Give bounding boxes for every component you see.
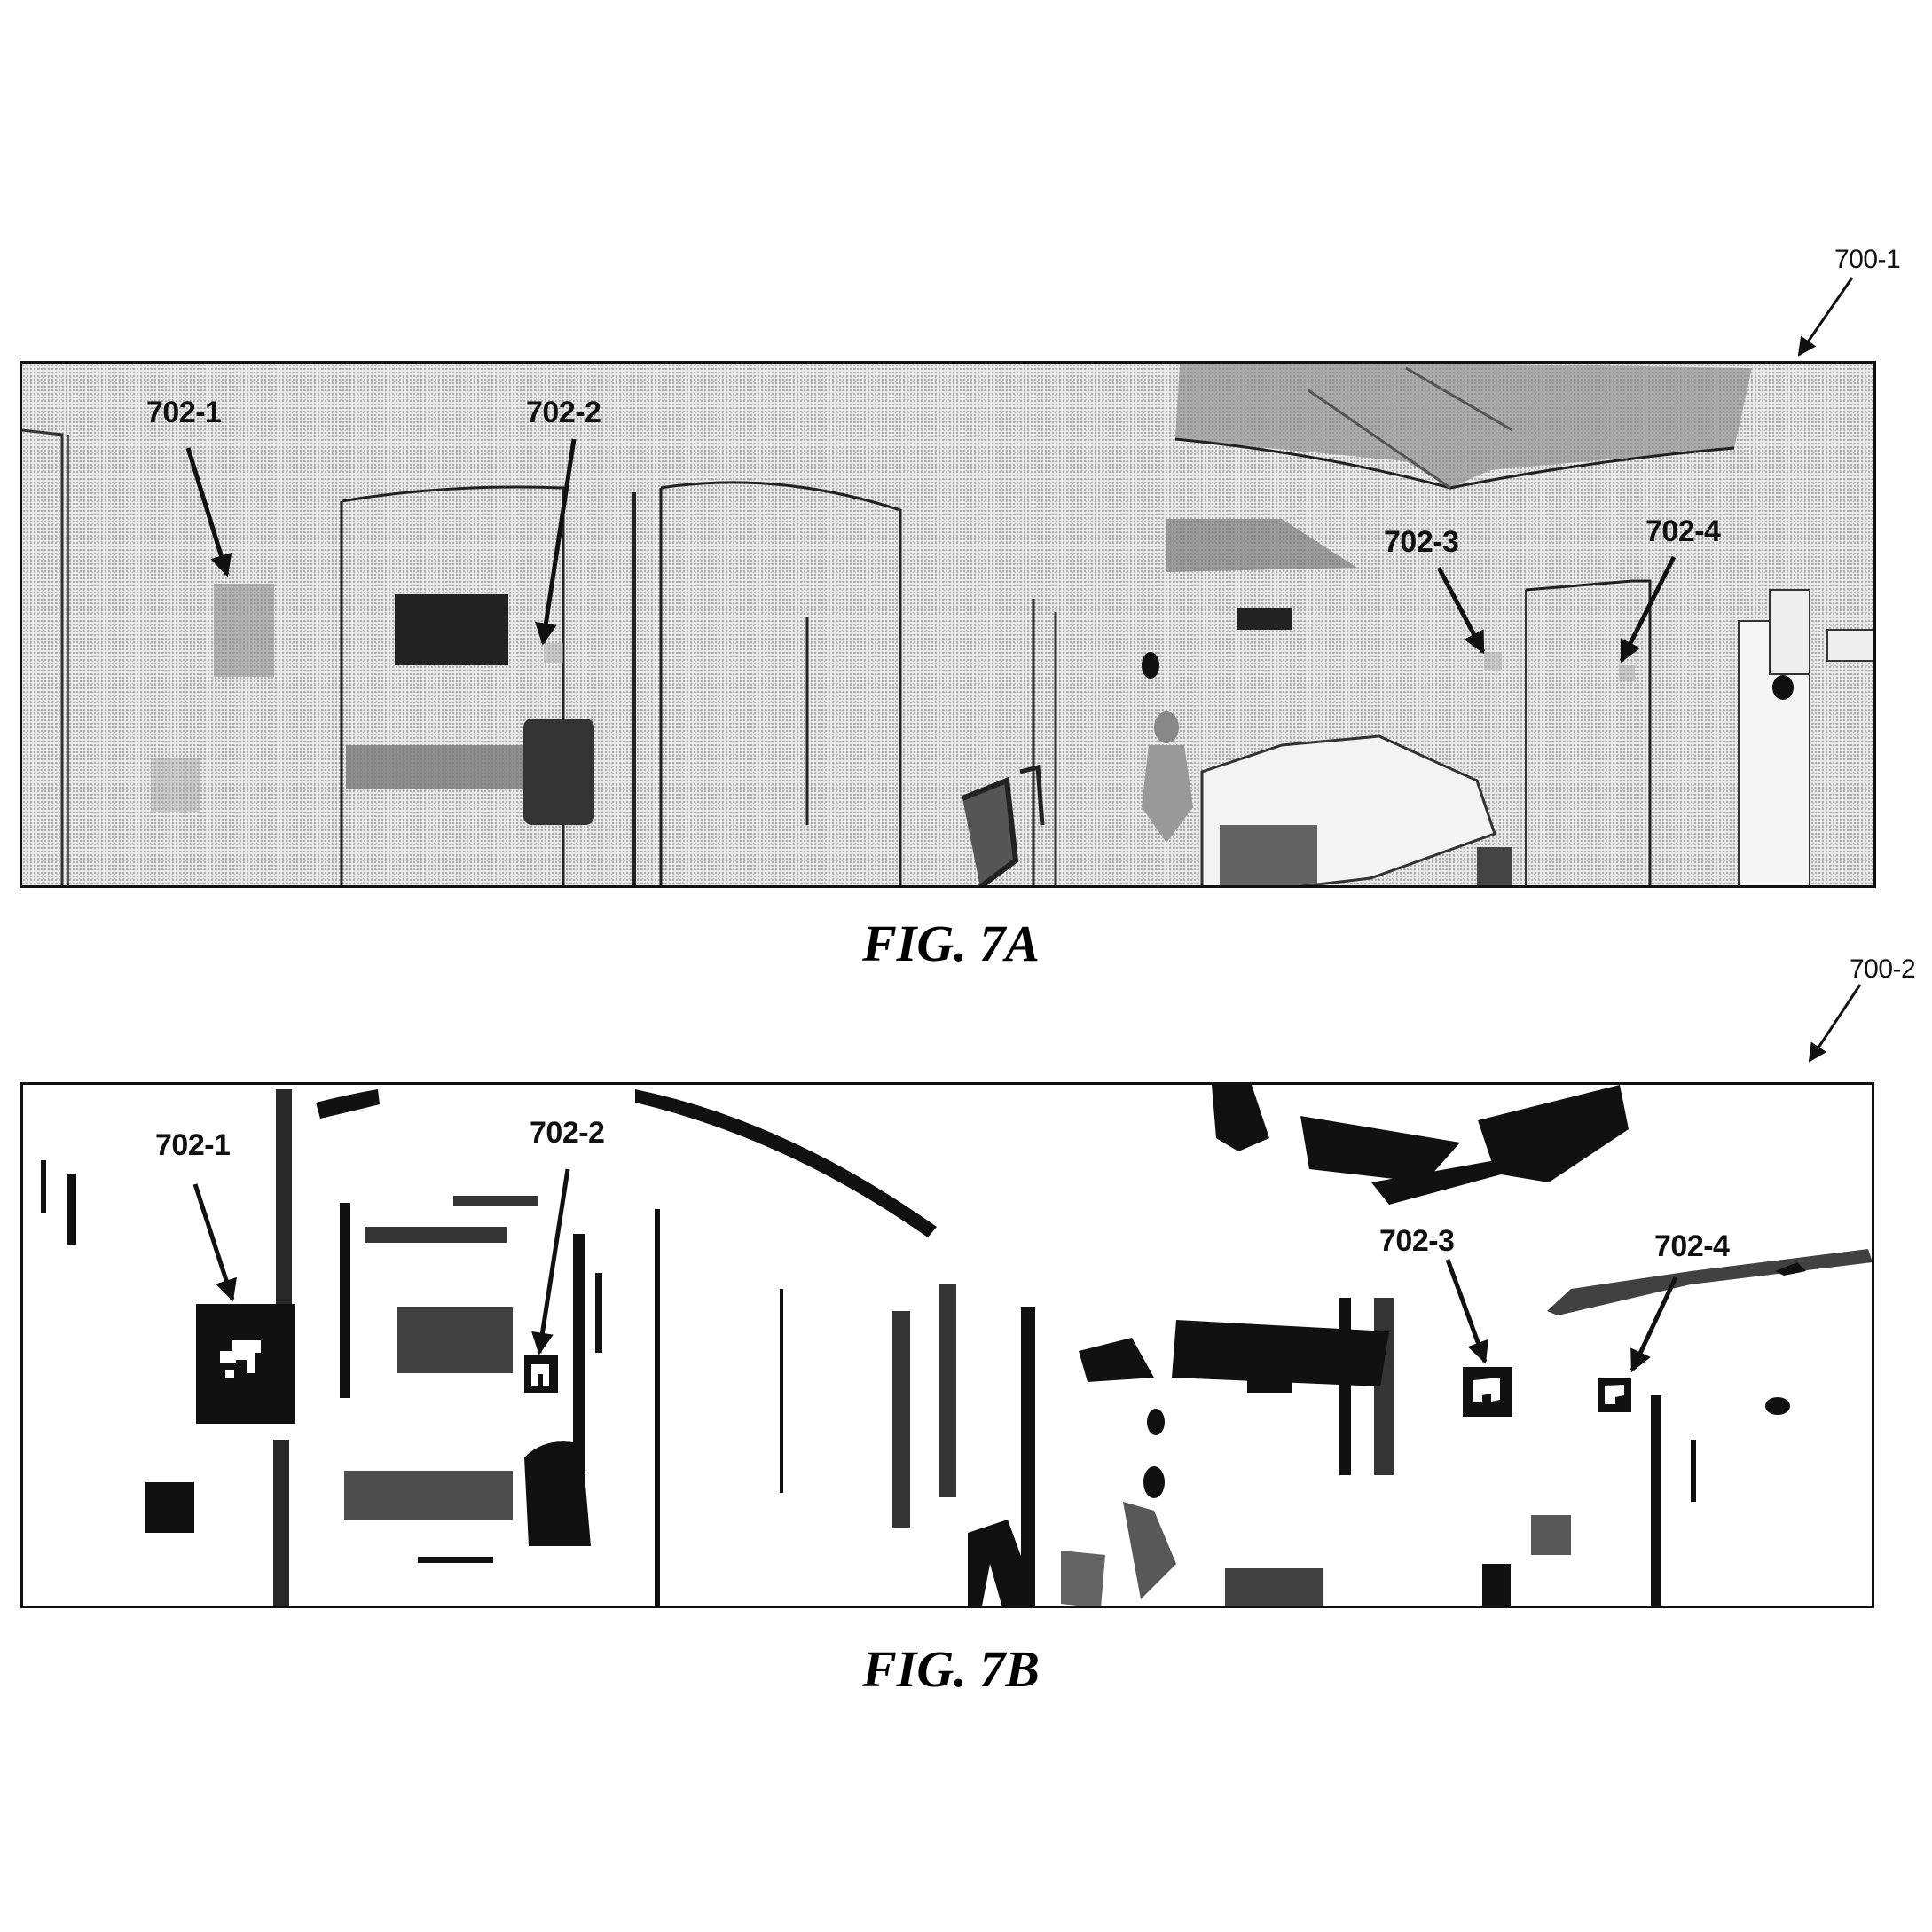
wall-plate — [145, 1482, 194, 1533]
panel-fig-7a-panorama — [20, 361, 1876, 888]
binarized-scene-illustration — [41, 1085, 1872, 1606]
fiducial-marker-702-2-faint — [544, 643, 563, 663]
wall-clock — [1142, 652, 1159, 679]
fiducial-marker-702-2 — [524, 1355, 558, 1393]
person-head — [1154, 711, 1179, 743]
reference-arrow-700-2 — [1808, 984, 1862, 1063]
marker-label-702-3-fig7b: 702-3 — [1379, 1224, 1455, 1258]
marker-label-702-2-fig7b: 702-2 — [530, 1116, 605, 1150]
tv-screen — [395, 594, 508, 665]
fiducial-marker-702-3-faint — [1484, 652, 1502, 670]
coffee-machine — [523, 719, 594, 825]
coffee-table — [1220, 825, 1317, 885]
figure-reference-700-1: 700-1 — [1834, 245, 1901, 274]
panel-fig-7b-binarized — [20, 1082, 1874, 1608]
marker-label-702-1-fig7b: 702-1 — [155, 1128, 231, 1162]
figure-caption-7b: FIG. 7B — [862, 1640, 1040, 1698]
marker-label-702-3-fig7a: 702-3 — [1384, 525, 1459, 559]
marker-label-702-1-fig7a: 702-1 — [146, 396, 222, 429]
fiducial-marker-702-3 — [1463, 1367, 1512, 1417]
fiducial-marker-702-4-faint — [1619, 665, 1635, 681]
fiducial-marker-702-1 — [196, 1304, 295, 1424]
wall-plate-faint — [151, 758, 200, 812]
reference-arrow-700-1 — [1797, 277, 1854, 357]
wall-picture — [1237, 608, 1292, 630]
trash-bin — [1477, 847, 1512, 885]
fiducial-marker-702-4 — [1598, 1378, 1631, 1412]
ceiling-tiles — [1175, 364, 1752, 488]
figure-caption-7a: FIG. 7A — [862, 915, 1040, 972]
fiducial-marker-702-1-faint — [214, 584, 274, 677]
figure-reference-700-2: 700-2 — [1850, 954, 1916, 984]
marker-label-702-4-fig7b: 702-4 — [1654, 1229, 1730, 1263]
panorama-scene-illustration — [22, 364, 1873, 885]
marker-label-702-2-fig7a: 702-2 — [526, 396, 601, 429]
ceiling-panel-2 — [1166, 519, 1357, 572]
marker-label-702-4-fig7a: 702-4 — [1645, 514, 1721, 548]
